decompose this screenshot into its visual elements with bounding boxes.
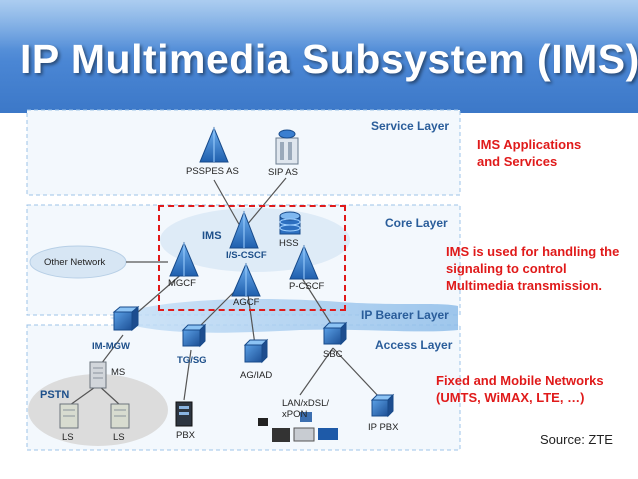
- ag-iad-node: [243, 338, 269, 364]
- i-s-cscf-node: [229, 210, 259, 249]
- service-layer-label: Service Layer: [371, 119, 450, 133]
- hss-label: HSS: [279, 238, 299, 249]
- access-layer-label: Access Layer: [375, 338, 453, 352]
- psspes-as-label: PSSPES AS: [186, 166, 239, 177]
- ag-iad-label: AG/IAD: [240, 370, 273, 381]
- fixed-mobile-annotation: Fixed and Mobile Networks (UMTS, WiMAX, …: [436, 373, 604, 405]
- pstn-label: PSTN: [40, 389, 70, 401]
- sbc-label: SBC: [323, 349, 343, 360]
- ms-label: MS: [111, 367, 126, 378]
- mgcf-node: [169, 241, 199, 277]
- mgcf-label: MGCF: [168, 278, 196, 289]
- page-title: IP Multimedia Subsystem (IMS): [20, 36, 638, 82]
- sbc-node: [322, 321, 348, 346]
- im-mgw-node: [112, 305, 140, 332]
- service-layer-panel: [26, 109, 461, 196]
- other-network-label: Other Network: [44, 257, 106, 268]
- sip-as-server: [275, 129, 299, 165]
- ls-switch-2: [110, 403, 130, 429]
- i-s-cscf-label: I/S-CSCF: [226, 250, 267, 261]
- terminal-devices: [258, 412, 338, 442]
- psspes-as-node: [199, 126, 229, 163]
- source-credit: Source: ZTE: [540, 432, 613, 447]
- tg-sg-label: TG/SG: [177, 355, 207, 366]
- ims-highlight-box: [158, 205, 346, 311]
- tg-sg-node: [181, 323, 207, 348]
- im-mgw-label: IM-MGW: [92, 341, 130, 352]
- core-layer-label: Core Layer: [385, 216, 448, 230]
- ip-pbx-label: IP PBX: [368, 422, 399, 433]
- ims-applications-annotation: IMS Applications and Services: [477, 137, 582, 169]
- ims-cloud-label: IMS: [202, 230, 222, 242]
- connection-lines: [69, 177, 381, 406]
- agcf-node: [231, 262, 261, 297]
- title-bar-shine: [0, 0, 638, 50]
- pbx-label: PBX: [176, 430, 196, 441]
- hss-database: [279, 211, 301, 235]
- ip-bearer-layer-label: IP Bearer Layer: [361, 308, 449, 322]
- p-cscf-node: [289, 244, 319, 280]
- ls-switch-1: [59, 403, 79, 429]
- agcf-label: AGCF: [233, 297, 260, 308]
- ls-label-2: LS: [113, 432, 125, 443]
- ip-pbx-node: [370, 393, 395, 418]
- p-cscf-label: P-CSCF: [289, 281, 325, 292]
- sip-as-label: SIP AS: [268, 167, 298, 178]
- ims-signaling-annotation: IMS is used for handling the signaling t…: [446, 244, 620, 293]
- ip-bearer-band: [110, 299, 458, 333]
- title-bar: IP Multimedia Subsystem (IMS): [0, 0, 638, 113]
- lan-xdsl-xpon-label: LAN/xDSL/ xPON: [282, 398, 329, 420]
- ls-label-1: LS: [62, 432, 74, 443]
- ms-server: [89, 361, 107, 389]
- pbx-device: [175, 401, 193, 427]
